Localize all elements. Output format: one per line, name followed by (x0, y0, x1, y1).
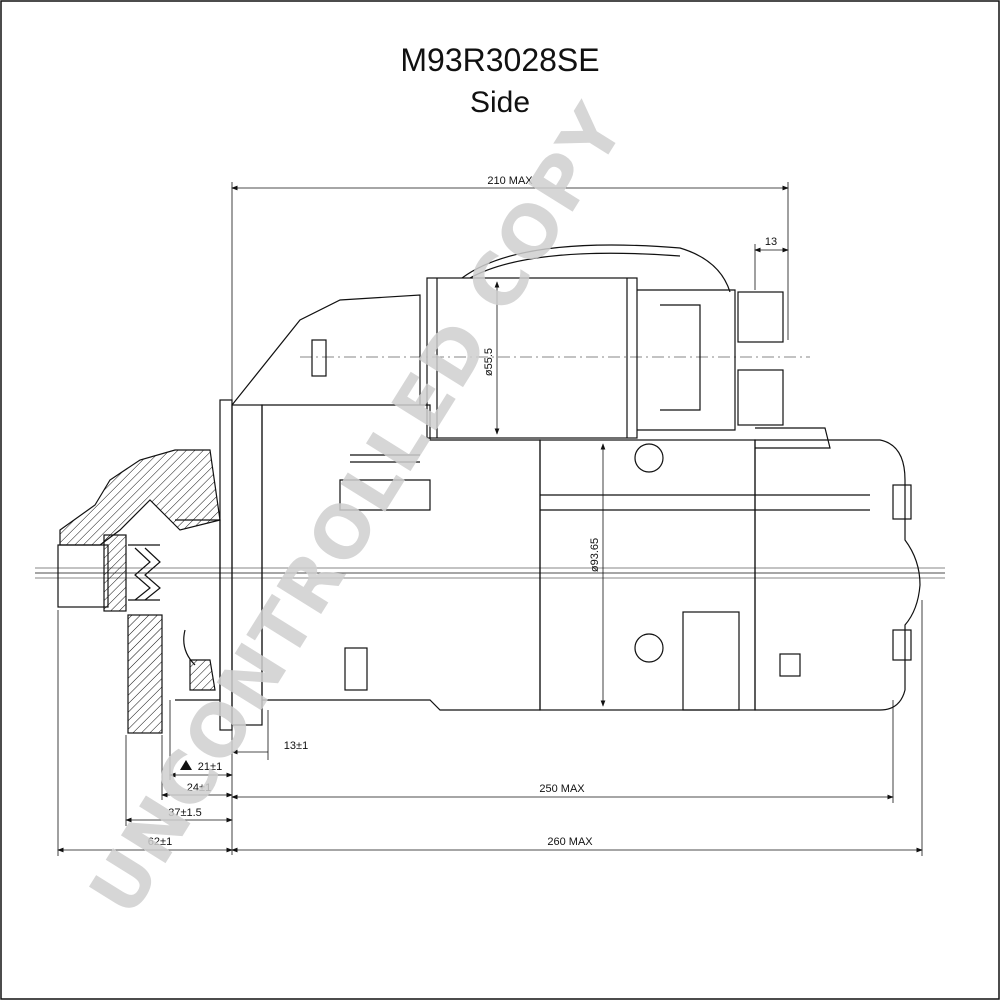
commutator-end-cap (754, 439, 921, 711)
dim-210-max: 210 MAX (487, 175, 533, 187)
dim-housing-dia: ø93.65 (589, 538, 601, 572)
solenoid-wire (461, 244, 731, 293)
solenoid-cap (637, 289, 736, 431)
pinion-gear (103, 534, 127, 612)
view-label: Side (469, 86, 531, 119)
yoke-screw-top (634, 443, 664, 473)
terminal-nut-top (737, 291, 784, 343)
dim-solenoid-dia: ø55.5 (483, 348, 495, 376)
pinion-shaft (57, 544, 109, 608)
lever-housing (231, 294, 421, 406)
yoke-screw-bottom (634, 633, 664, 663)
dimension-lines (57, 182, 923, 856)
dim-13-flange: 13±1 (284, 740, 308, 752)
terminal-nut-bottom (737, 369, 784, 426)
part-number-title: M93R3028SE (400, 42, 600, 78)
nose-housing (59, 449, 221, 546)
dim-260-max: 260 MAX (547, 836, 593, 848)
mounting-ear (127, 614, 163, 734)
dim-21: 21±1 (198, 761, 222, 773)
dim-24: 24±1 (187, 782, 211, 794)
dim-37: 37±1.5 (168, 807, 202, 819)
vent-fitting (344, 647, 368, 691)
dim-62: 62±1 (148, 836, 172, 848)
motor-yoke (539, 439, 756, 711)
triangle-marker-icon (180, 760, 192, 770)
starter-outline (35, 244, 945, 734)
solenoid-body (426, 277, 638, 439)
drive-spring (134, 547, 161, 601)
dim-13-terminal: 13 (765, 236, 777, 248)
dim-250-max: 250 MAX (539, 783, 585, 795)
